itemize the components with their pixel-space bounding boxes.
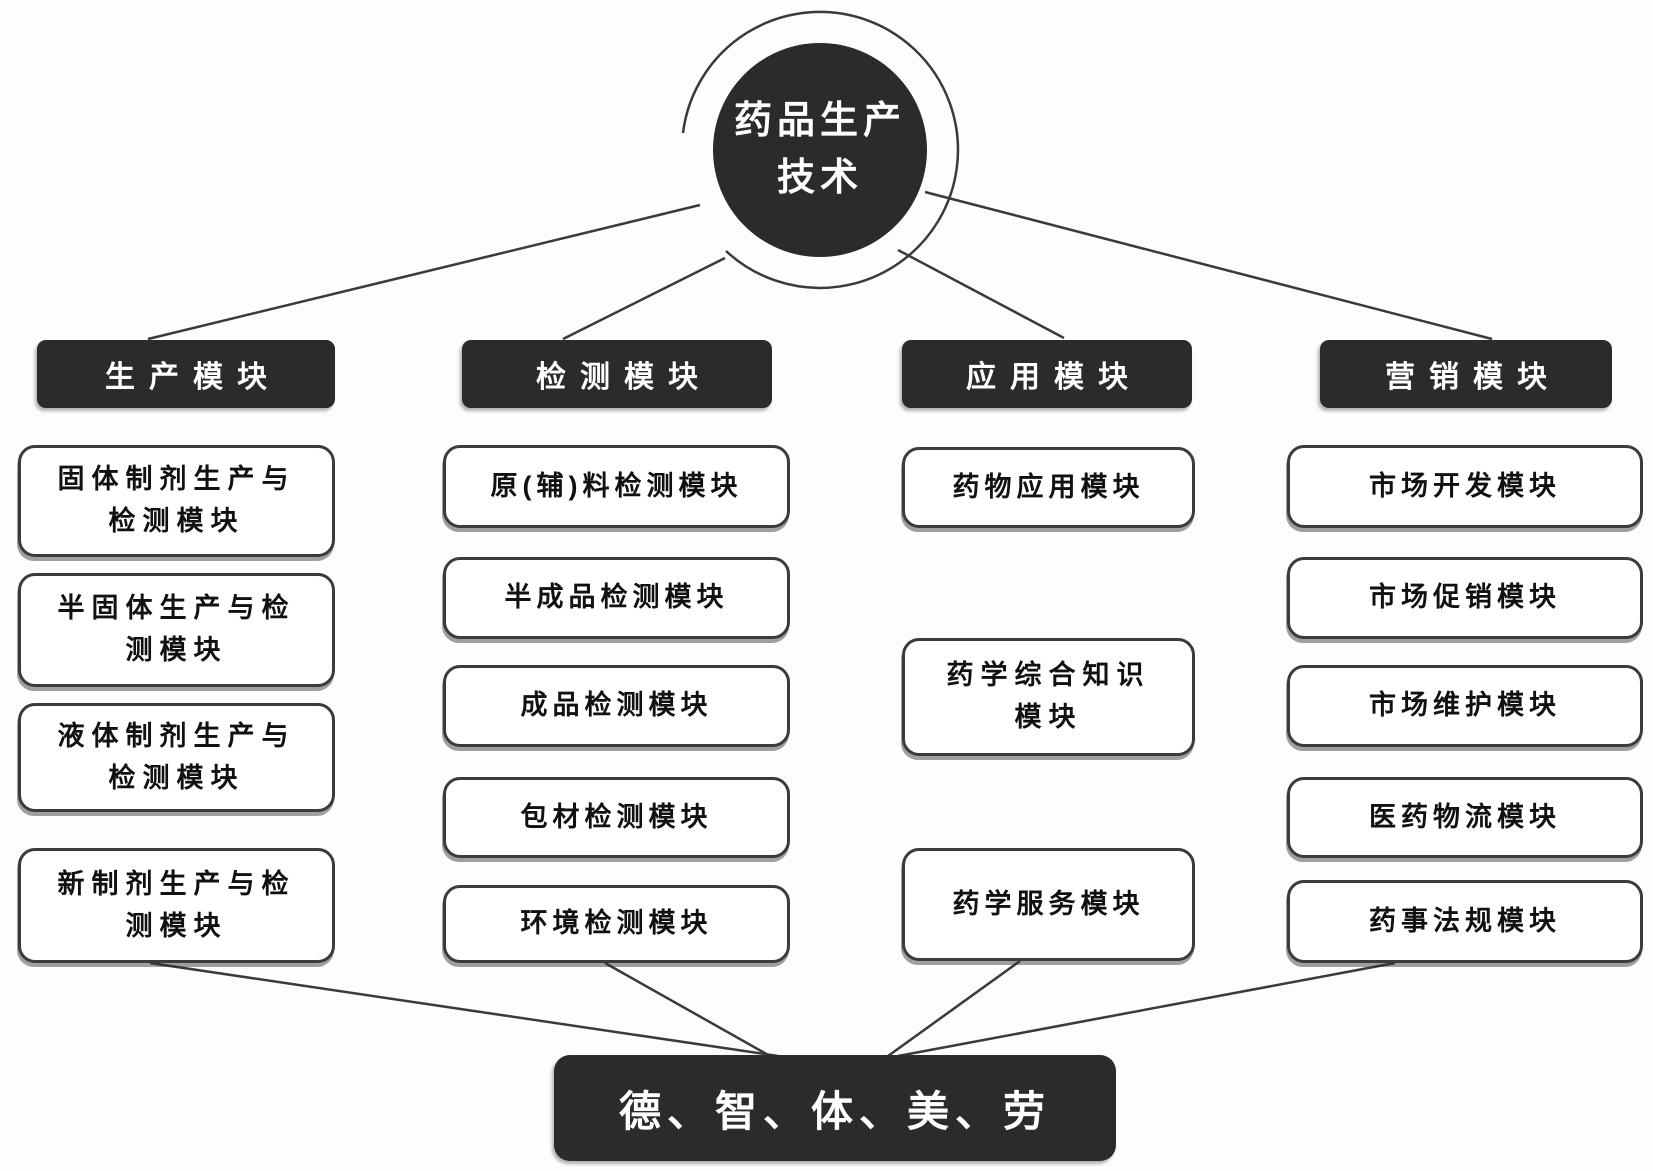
- summary-node-five-educations: 德、智、体、美、劳: [554, 1055, 1116, 1161]
- module-box-market-maintenance: 市场维护模块: [1287, 665, 1643, 747]
- column-header-testing: 检测模块: [462, 340, 772, 408]
- module-box-pharmacy-service: 药学服务模块: [902, 848, 1195, 961]
- column-header-production: 生产模块: [37, 340, 335, 408]
- column-header-marketing: 营销模块: [1320, 340, 1612, 408]
- edge-production-summary: [149, 961, 779, 1058]
- column-header-application: 应用模块: [902, 340, 1192, 408]
- edge-application-summary: [887, 959, 1021, 1058]
- module-box-market-promotion: 市场促销模块: [1287, 557, 1643, 639]
- module-box-liquid-preparation: 液体制剂生产与检测模块: [18, 703, 335, 812]
- module-box-packaging-testing: 包材检测模块: [443, 777, 790, 858]
- module-box-pharmaceutical-law: 药事法规模块: [1287, 880, 1643, 963]
- module-box-solid-preparation: 固体制剂生产与检测模块: [18, 445, 335, 557]
- edge-root-production: [147, 203, 701, 341]
- module-box-medical-logistics: 医药物流模块: [1287, 777, 1643, 858]
- module-box-finished-testing: 成品检测模块: [443, 665, 790, 747]
- edge-root-marketing: [924, 190, 1493, 341]
- module-box-environment-testing: 环境检测模块: [443, 885, 790, 963]
- root-node-drug-production-technology: 药品生产技术: [713, 43, 927, 257]
- module-box-semisolid-preparation: 半固体生产与检测模块: [18, 573, 335, 687]
- edge-root-testing: [562, 256, 726, 341]
- edge-marketing-summary: [897, 961, 1396, 1058]
- module-box-pharmacy-knowledge: 药学综合知识模块: [902, 638, 1195, 756]
- module-box-market-development: 市场开发模块: [1287, 445, 1643, 528]
- edge-testing-summary: [604, 961, 771, 1058]
- module-box-new-preparation: 新制剂生产与检测模块: [18, 848, 335, 963]
- edge-root-application: [897, 248, 1065, 340]
- module-box-drug-application: 药物应用模块: [902, 447, 1195, 528]
- module-box-semifinished-testing: 半成品检测模块: [443, 557, 790, 639]
- module-box-raw-material-testing: 原(辅)料检测模块: [443, 445, 790, 528]
- root-ring-arc: [681, 10, 960, 290]
